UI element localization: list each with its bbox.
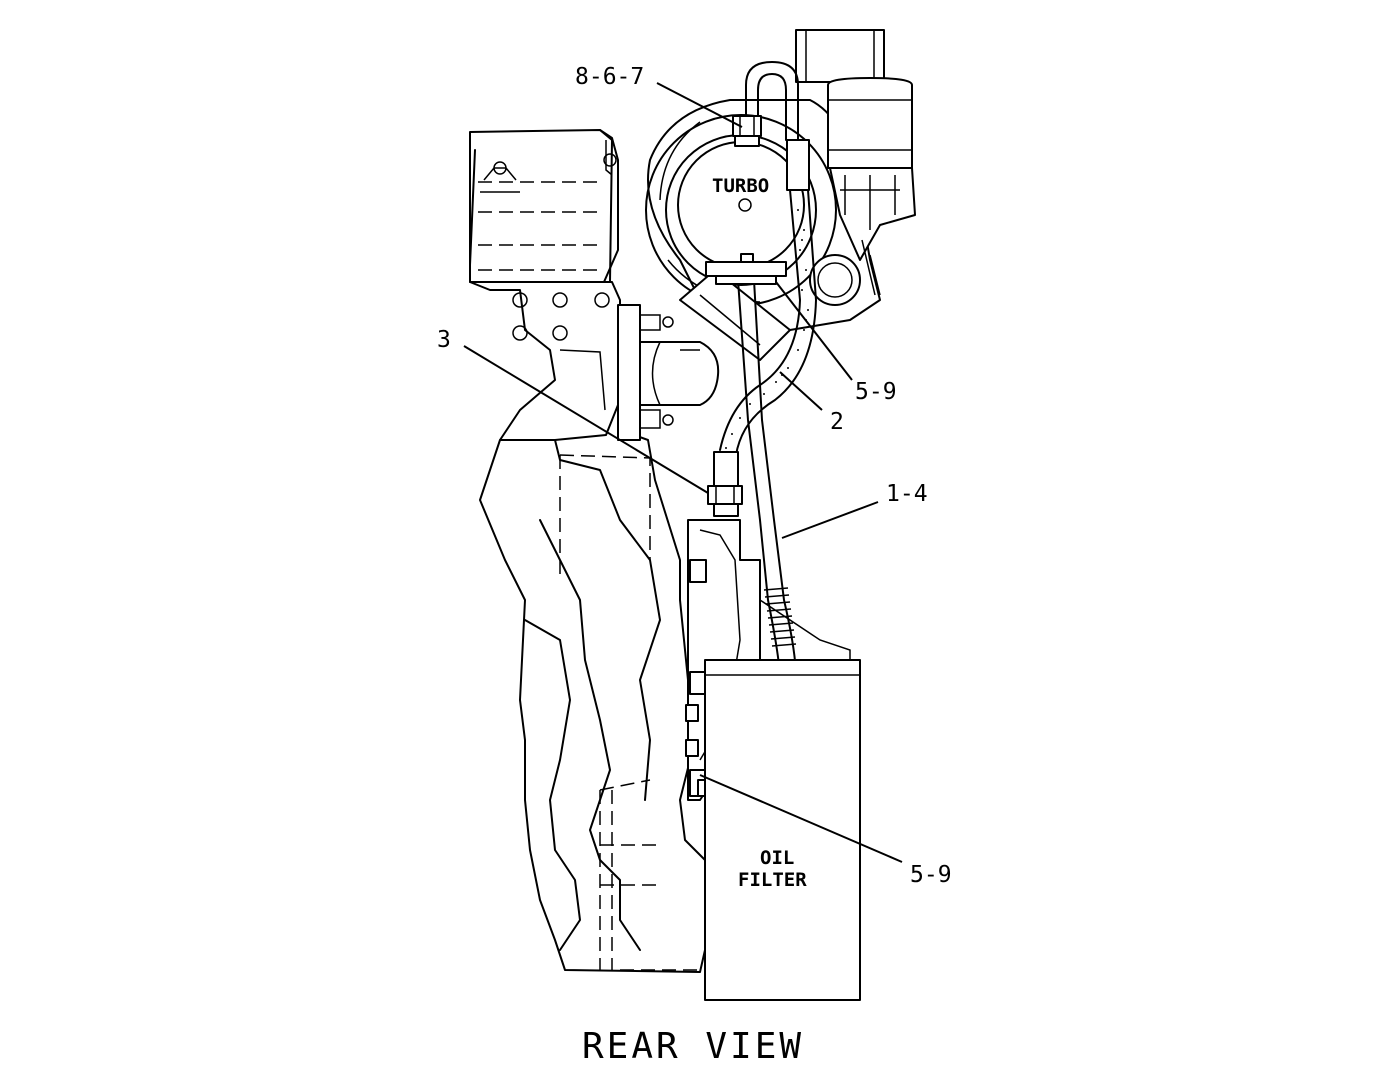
callout-fitting-block: 3 — [437, 327, 451, 353]
oil-filter — [704, 659, 861, 1001]
callout-fitting-turbo: 8-6-7 — [575, 64, 644, 90]
callout-drain-hose: 2 — [830, 409, 844, 435]
oil-filter-label-line2: FILTER — [738, 869, 807, 891]
callout-bolts-filter-base: 5-9 — [910, 862, 952, 888]
turbocharger — [645, 29, 916, 361]
engine-block — [469, 129, 720, 973]
turbo-label: TURBO — [712, 175, 769, 197]
callout-bolts-turbo-flange: 5-9 — [855, 379, 897, 405]
drain-hose — [707, 189, 817, 517]
oil-filter-label-line1: OIL — [760, 847, 794, 869]
callout-oil-supply-tube: 1-4 — [886, 481, 928, 507]
view-title: REAR VIEW — [582, 1026, 804, 1067]
leader-lines — [463, 82, 903, 863]
